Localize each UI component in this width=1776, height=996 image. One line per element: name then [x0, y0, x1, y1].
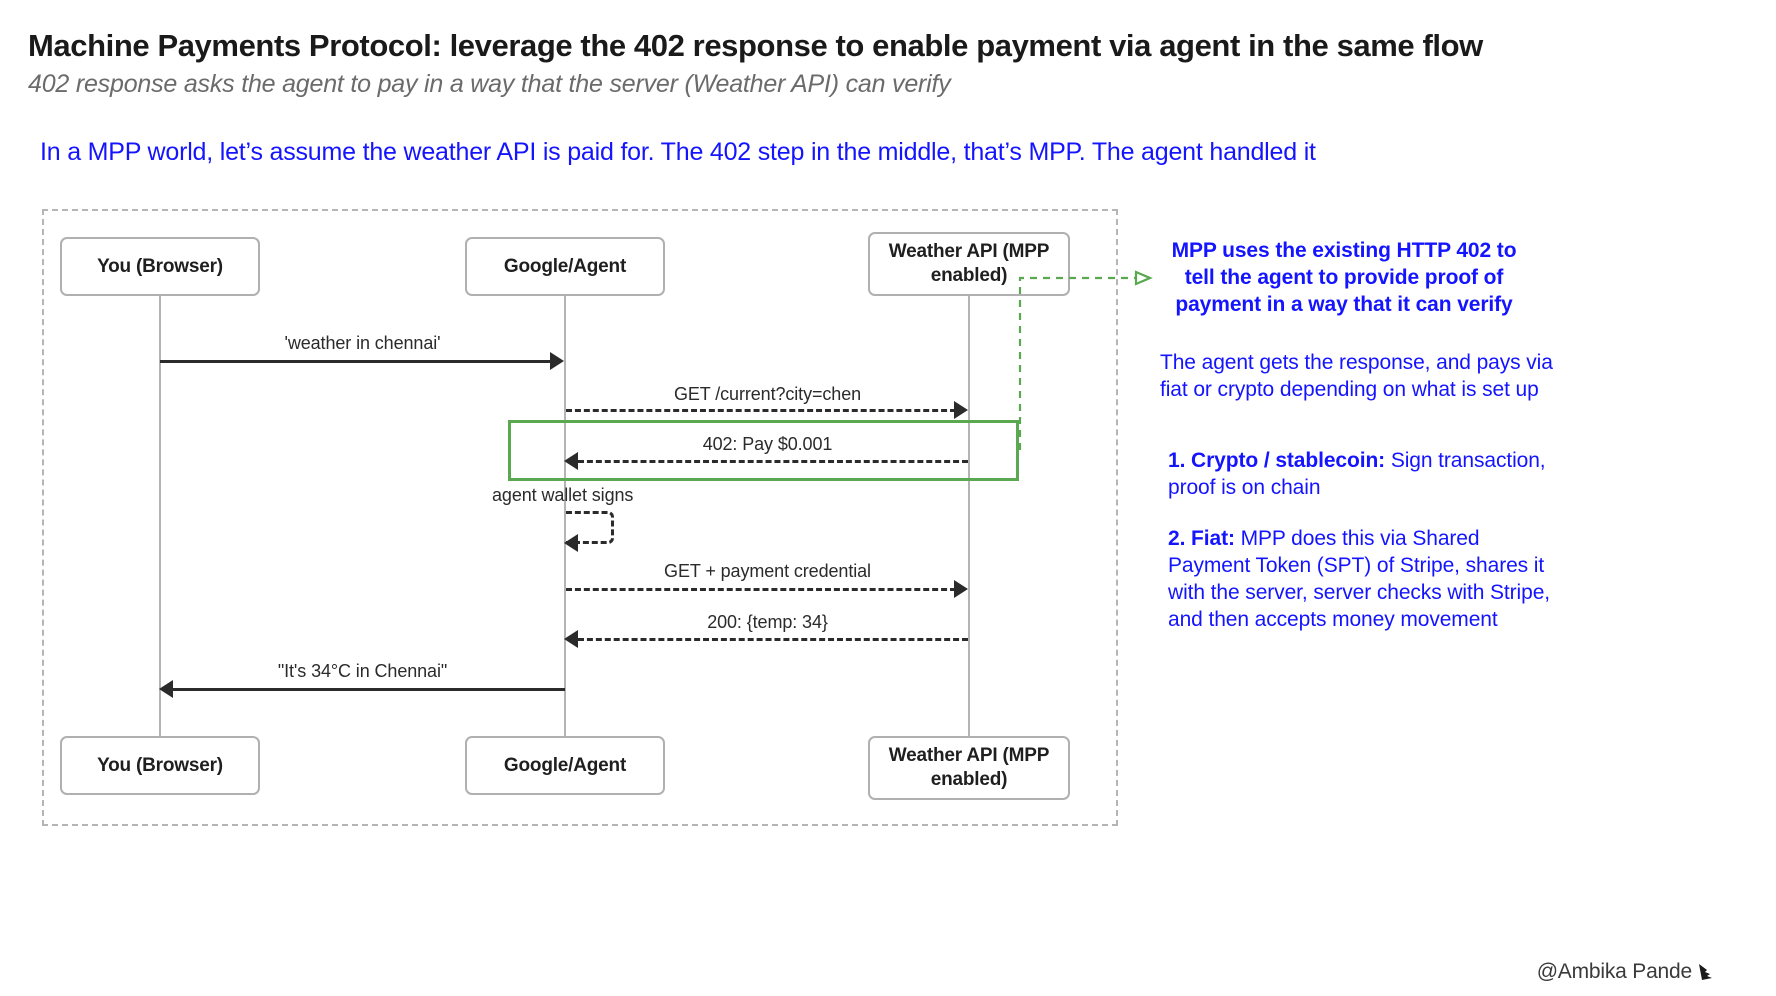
arrow-head-3 [564, 534, 578, 552]
message-line-0 [160, 360, 552, 363]
lifeline-agent [564, 296, 566, 736]
arrow-head-5 [564, 630, 578, 648]
annotation-item-2-lead: 2. Fiat: [1168, 527, 1235, 550]
arrow-head-1 [954, 401, 968, 419]
message-line-6 [173, 688, 565, 691]
message-label-0: 'weather in chennai' [284, 333, 441, 353]
message-line-1 [566, 409, 956, 412]
annotation-item-1: 1. Crypto / stablecoin: Sign transaction… [1168, 448, 1560, 502]
footer-handle-text: @Ambika Pande [1536, 960, 1693, 983]
annotation-body: The agent gets the response, and pays vi… [1160, 351, 1553, 401]
lifeline-api [968, 296, 970, 736]
message-label-6: "It's 34°C in Chennai" [277, 661, 448, 681]
page-title: Machine Payments Protocol: leverage the … [28, 28, 1483, 63]
annotation-item-1-text: Sign transaction, proof is on chain [1168, 449, 1546, 499]
message-line-2 [578, 460, 968, 463]
highlight-box-402 [508, 420, 1019, 481]
arrow-head-2 [564, 452, 578, 470]
message-label-5: 200: {temp: 34} [707, 612, 828, 632]
footer-handle: @Ambika Pande [1537, 960, 1718, 984]
actor-box-agent-bottom[interactable]: Google/Agent [465, 736, 665, 795]
annotation-item-1-lead: 1. Crypto / stablecoin: [1168, 449, 1386, 472]
message-label-2: 402: Pay $0.001 [702, 434, 833, 454]
bird-icon [1696, 961, 1718, 983]
arrow-head-0 [550, 352, 564, 370]
annotation-item-2-text: MPP does this via Shared Payment Token (… [1168, 527, 1551, 631]
intro-note: In a MPP world, let’s assume the weather… [40, 138, 1316, 166]
message-line-5 [578, 638, 968, 641]
arrow-head-4 [954, 580, 968, 598]
message-label-3: agent wallet signs [492, 485, 634, 505]
lifeline-browser [159, 296, 161, 736]
annotation-headline: MPP uses the existing HTTP 402 to tell t… [1171, 239, 1517, 316]
message-label-1: GET /current?city=chen [673, 384, 862, 404]
actor-box-api-top[interactable]: Weather API (MPP enabled) [868, 232, 1070, 296]
message-line-4 [566, 588, 956, 591]
self-loop-path-3 [566, 511, 614, 544]
actor-box-agent-top[interactable]: Google/Agent [465, 237, 665, 296]
annotation-item-2: 2. Fiat: MPP does this via Shared Paymen… [1168, 526, 1560, 634]
actor-box-api-bottom[interactable]: Weather API (MPP enabled) [868, 736, 1070, 800]
page-subtitle: 402 response asks the agent to pay in a … [28, 70, 951, 98]
sequence-diagram-frame [42, 209, 1118, 826]
arrow-head-6 [159, 680, 173, 698]
actor-box-browser-top[interactable]: You (Browser) [60, 237, 260, 296]
message-label-4: GET + payment credential [664, 561, 871, 581]
actor-box-browser-bottom[interactable]: You (Browser) [60, 736, 260, 795]
